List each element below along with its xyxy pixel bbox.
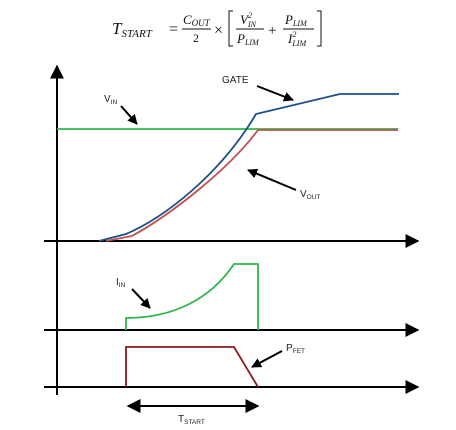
eq-plus: +	[268, 23, 276, 39]
iin-trace	[125, 263, 259, 330]
pfet-trace	[125, 346, 259, 388]
vin-label: VIN	[104, 94, 117, 106]
eq-frac3-num: PLIM	[284, 12, 308, 28]
eq-left-bracket	[228, 10, 233, 47]
eq-frac1-den: 2	[193, 31, 199, 45]
pfet-label: PFET	[286, 343, 305, 355]
eq-frac1-num: COUT	[183, 12, 211, 28]
axes	[44, 64, 420, 395]
eq-frac2-den: PLIM	[236, 31, 260, 47]
vin-pointer-arrow	[120, 105, 138, 125]
eq-times: ×	[214, 22, 223, 39]
vout-pointer-arrow	[247, 168, 297, 191]
vout-label: VOUT	[300, 189, 320, 201]
iin-label: IIN	[116, 277, 126, 289]
annotations: VIN GATE VOUT IIN PFET TSTART	[104, 75, 320, 426]
gate-pointer-arrow	[256, 85, 294, 102]
eq-lhs: TSTART	[112, 19, 153, 40]
eq-right-bracket	[317, 10, 322, 47]
pfet-pointer-arrow	[251, 350, 283, 368]
eq-equals: =	[169, 21, 178, 38]
iin-pointer-arrow	[131, 288, 151, 309]
gate-trace	[98, 93, 399, 242]
gate-label: GATE	[222, 75, 249, 86]
vout-trace	[105, 129, 398, 242]
waveforms	[57, 93, 399, 388]
tstart-label: TSTART	[178, 414, 205, 426]
